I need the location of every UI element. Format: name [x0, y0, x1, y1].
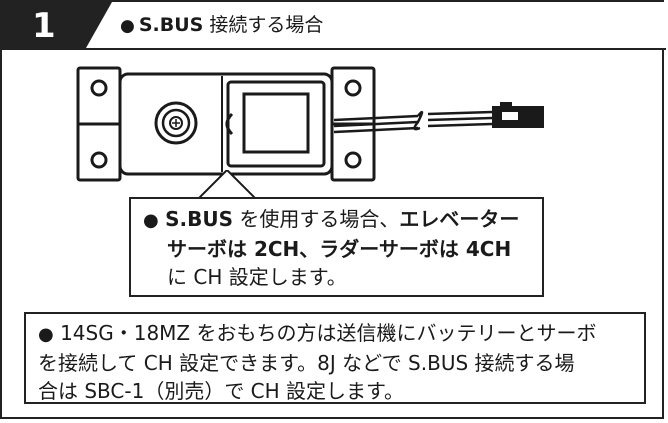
servo-body	[118, 72, 334, 176]
step-tab: 1	[2, 2, 112, 48]
callout-box: ● S.BUS を使用する場合、エレベーター サーボは 2CH、ラダーサーボは …	[129, 197, 544, 297]
callout-line-2: サーボは 2CH、ラダーサーボは 4CH	[167, 237, 512, 261]
connector-plug-icon	[492, 102, 544, 128]
note-text-1: 14SG・18MZ をおもちの方は送信機にバッテリーとサーボ	[53, 321, 597, 345]
note-line-2: を接続して CH 設定できます。8J などで S.BUS 接続する場	[38, 351, 575, 375]
callout-elevator: エレベーター	[399, 207, 520, 231]
left-mount-ear	[76, 66, 122, 182]
bullet-icon: ●	[38, 324, 54, 345]
output-shaft-icon	[154, 101, 198, 145]
callout-pointer	[197, 170, 257, 200]
callout-line-3: に CH 設定します。	[167, 265, 347, 289]
callout-sbus: S.BUS	[165, 207, 233, 231]
step-number: 1	[32, 6, 56, 46]
note-line-3: 合は SBC-1（別売）で CH 設定します。	[38, 379, 405, 403]
section-title: ●S.BUS 接続する場合	[120, 12, 323, 39]
callout-line-1: ● S.BUS を使用する場合、エレベーター	[143, 205, 530, 235]
section-header: 1 ●S.BUS 接続する場合	[2, 2, 666, 48]
note-box: ● 14SG・18MZ をおもちの方は送信機にバッテリーとサーボ を接続して C…	[24, 312, 646, 404]
note-line-1: ● 14SG・18MZ をおもちの方は送信機にバッテリーとサーボ	[38, 319, 632, 349]
header-divider	[2, 48, 666, 50]
callout-text-1: を使用する場合、	[232, 207, 400, 231]
section-title-bold: S.BUS	[138, 14, 204, 36]
servo-illustration	[76, 66, 544, 182]
bullet-icon: ●	[120, 16, 135, 36]
section-title-text: 接続する場合	[203, 14, 324, 36]
servo-cable	[333, 110, 493, 134]
bullet-icon: ●	[143, 210, 159, 231]
